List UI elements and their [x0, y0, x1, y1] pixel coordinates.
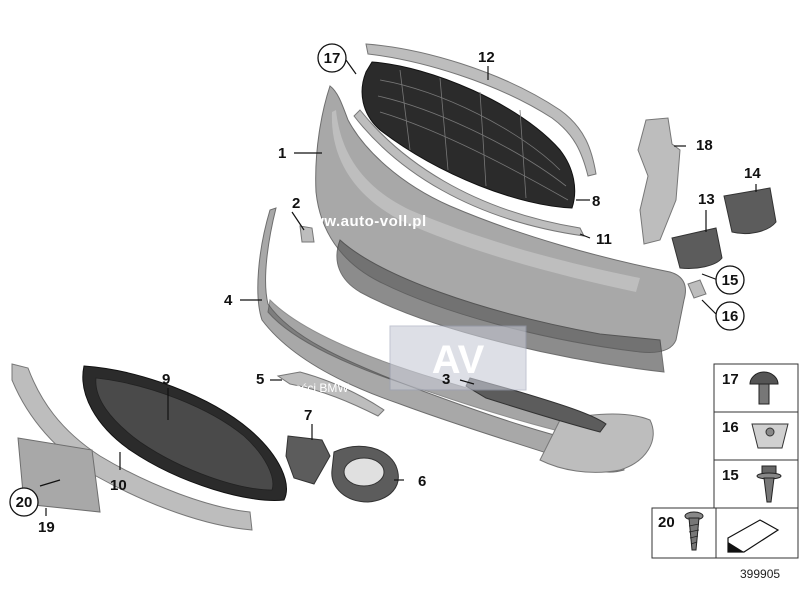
part-8-grille-mesh	[377, 69, 569, 201]
legend-label-16: 16	[722, 419, 739, 436]
callout-1: 1	[278, 145, 286, 162]
part-9-grille-inner	[95, 377, 274, 491]
self-tapping-screw-icon	[684, 511, 704, 551]
callout-6: 6	[418, 473, 426, 490]
callout-4: 4	[224, 292, 233, 309]
callout-3: 3	[442, 371, 450, 388]
fastener-legend: 17 16 15 20	[651, 363, 799, 559]
legend-label-20: 20	[658, 514, 675, 531]
legend-label-15: 15	[722, 467, 739, 484]
part-13-air-duct	[671, 227, 723, 269]
part-16-clip	[687, 279, 707, 299]
svg-text:9: 9	[162, 371, 170, 388]
part-7-fog-bracket	[285, 435, 331, 485]
svg-text:14: 14	[744, 165, 761, 182]
watermark-logo: AV	[389, 325, 527, 391]
document-number: 399905	[740, 567, 780, 581]
part-18-bracket	[637, 117, 681, 245]
svg-text:16: 16	[722, 308, 739, 325]
callout-17: 17	[317, 43, 347, 73]
svg-text:17: 17	[324, 50, 341, 67]
arrow-icon	[727, 519, 780, 553]
svg-text:15: 15	[722, 272, 739, 289]
svg-text:5: 5	[256, 371, 264, 388]
callout-14: 14	[744, 165, 761, 182]
svg-text:8: 8	[592, 193, 600, 210]
svg-text:19: 19	[38, 519, 55, 536]
part-1-highlight	[331, 110, 640, 292]
svg-text:3: 3	[442, 371, 450, 388]
callout-2: 2	[292, 195, 300, 212]
callout-11: 11	[596, 231, 612, 248]
part-3-bracket	[465, 377, 607, 433]
part-19-plate-holder	[17, 437, 101, 513]
svg-text:11: 11	[596, 231, 612, 248]
callout-18: 18	[696, 137, 713, 154]
callout-7: 7	[304, 407, 312, 424]
leader-lines	[39, 59, 757, 516]
svg-text:12: 12	[478, 49, 495, 66]
svg-text:4: 4	[224, 292, 233, 309]
callout-13: 13	[698, 191, 715, 208]
watermark-caption: Części BMW	[280, 381, 349, 395]
callout-16: 16	[715, 301, 745, 331]
clip-nut-icon	[751, 423, 789, 449]
callout-20: 20	[9, 487, 39, 517]
part-12-trim-strip	[365, 43, 597, 177]
callout-10: 10	[110, 477, 127, 494]
push-rivet-icon	[749, 371, 779, 405]
svg-text:10: 10	[110, 477, 127, 494]
svg-text:7: 7	[304, 407, 312, 424]
legend-label-17: 17	[722, 371, 739, 388]
callout-15: 15	[715, 265, 745, 295]
callout-9: 9	[162, 371, 170, 388]
svg-text:6: 6	[418, 473, 426, 490]
svg-text:18: 18	[696, 137, 713, 154]
watermark-url: www.auto-voll.pl	[299, 213, 427, 230]
callout-12: 12	[478, 49, 495, 66]
part-4-right-lip	[539, 413, 654, 473]
svg-text:AV: AV	[432, 338, 485, 382]
flange-screw-icon	[756, 465, 782, 503]
part-14-air-duct	[723, 187, 777, 235]
part-6-fog-opening	[343, 457, 385, 487]
svg-text:1: 1	[278, 145, 286, 162]
callout-5: 5	[256, 371, 264, 388]
callout-19: 19	[38, 519, 55, 536]
callout-8: 8	[592, 193, 600, 210]
part-1-lower-edge	[336, 239, 665, 373]
part-5-strip	[276, 371, 385, 417]
svg-text:13: 13	[698, 191, 715, 208]
part-8-upper-grille	[361, 61, 576, 209]
svg-text:20: 20	[16, 494, 33, 511]
svg-text:2: 2	[292, 195, 300, 212]
